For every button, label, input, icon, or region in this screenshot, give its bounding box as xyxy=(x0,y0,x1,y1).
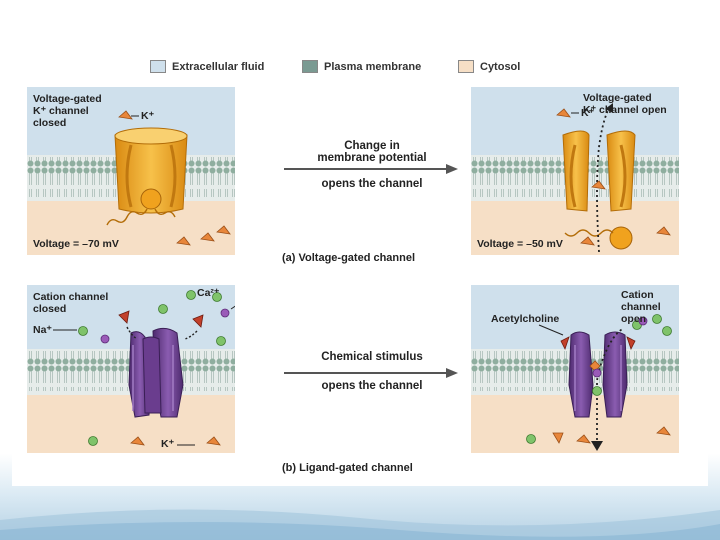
ligand-channel-open xyxy=(568,331,628,418)
voltage-gated-open-panel: Voltage-gated K⁺ channel open K⁺ Voltage… xyxy=(471,87,679,255)
cation-ions-open-icons xyxy=(526,314,672,444)
caption-ligand-gated: (b) Ligand-gated channel xyxy=(282,462,413,474)
acetylcholine-label: Acetylcholine xyxy=(491,313,560,325)
legend-extracellular: Extracellular fluid xyxy=(150,60,264,73)
extracellular-swatch xyxy=(150,60,166,73)
arrow-a-line2: membrane potential xyxy=(317,152,427,164)
open-channel-label: Voltage-gated K⁺ channel open xyxy=(583,92,667,116)
arrow-a-line1: Change in xyxy=(344,140,400,152)
cytosol-swatch xyxy=(458,60,474,73)
potassium-ion-label: K⁺ xyxy=(141,110,155,122)
legend-membrane: Plasma membrane xyxy=(302,60,421,73)
slide-background-wave xyxy=(0,509,720,540)
legend-membrane-label: Plasma membrane xyxy=(324,60,422,73)
ion-path-dotted xyxy=(596,104,612,253)
bound-acetylcholine-icons xyxy=(560,336,636,351)
voltage-open-label: Voltage = –50 mV xyxy=(477,238,563,250)
ligand-channel-closed xyxy=(128,327,184,418)
cation-open-label: Cation channel open xyxy=(621,289,661,325)
calcium-ion-icons xyxy=(100,308,230,344)
potassium-ion-label-open: K⁺ xyxy=(581,107,595,119)
ion-channel-figure: Extracellular fluid Plasma membrane Cyto… xyxy=(12,50,708,486)
potassium-ion-icons-open xyxy=(556,108,671,246)
sodium-ion-label: Na⁺ xyxy=(33,324,52,336)
cation-channel-open-panel: Cation channel open Acetylcholine xyxy=(471,285,679,453)
potassium-ion-icons-b xyxy=(130,436,221,446)
legend-cytosol: Cytosol xyxy=(458,60,520,73)
caption-voltage-gated: (a) Voltage-gated channel xyxy=(282,252,416,264)
cation-closed-label: Cation channel closed xyxy=(33,291,109,315)
cation-channel-closed-panel: Cation channel closed Na⁺ Ca²⁺ K⁺ xyxy=(27,285,235,453)
legend-extracellular-label: Extracellular fluid xyxy=(172,60,265,73)
calcium-ion-label: Ca²⁺ xyxy=(197,287,220,299)
arrow-a-top-text: Change in membrane potential xyxy=(282,140,462,164)
voltage-gated-closed-panel: Voltage-gated K⁺ channel closed K⁺ Volta… xyxy=(27,87,235,255)
arrow-a-bottom-text: opens the channel xyxy=(321,178,423,190)
transition-arrow-a-icon xyxy=(284,164,458,174)
potassium-ion-icons xyxy=(118,110,231,246)
closed-channel-label: Voltage-gated K⁺ channel closed xyxy=(33,93,102,129)
sodium-ion-icons xyxy=(78,290,226,446)
voltage-closed-label: Voltage = –70 mV xyxy=(33,238,119,250)
transition-arrow-b-icon xyxy=(284,368,458,378)
membrane-swatch xyxy=(302,60,318,73)
arrow-b-top-text: Chemical stimulus xyxy=(321,351,423,363)
arrow-b-bottom-text: opens the channel xyxy=(321,380,423,392)
ions-in-pore-icons xyxy=(589,360,602,396)
potassium-ion-label-b: K⁺ xyxy=(161,438,175,450)
acetylcholine-ligand-icons xyxy=(118,310,204,328)
potassium-channel-closed xyxy=(106,127,188,226)
potassium-channel-open xyxy=(562,130,636,250)
legend-cytosol-label: Cytosol xyxy=(480,60,521,73)
